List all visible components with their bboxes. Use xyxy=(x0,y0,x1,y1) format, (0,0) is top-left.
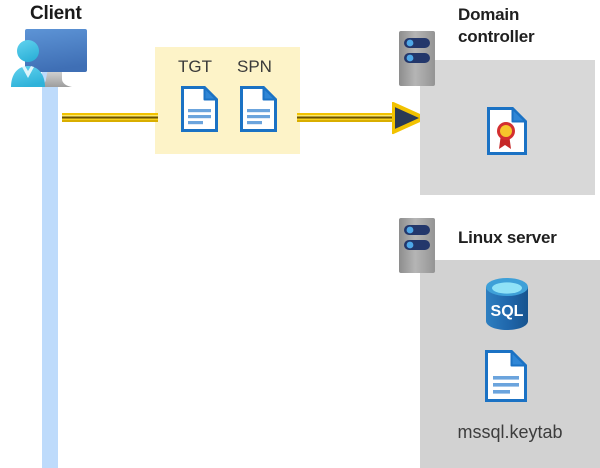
request-arrow-segment-left xyxy=(62,113,158,122)
tgt-document-icon xyxy=(181,86,218,137)
spn-document-icon xyxy=(240,86,277,137)
client-lifeline xyxy=(42,60,58,468)
linux-server-title: Linux server xyxy=(458,228,557,247)
domain-controller-title: Domain controller xyxy=(458,4,535,48)
keytab-filename-label: mssql.keytab xyxy=(457,422,563,442)
sql-database-icon: SQL xyxy=(481,276,533,337)
kerberos-ticket-highlight xyxy=(155,47,300,154)
tgt-label: TGT xyxy=(178,57,212,76)
sql-label: SQL xyxy=(491,303,524,320)
certificate-document-icon xyxy=(487,107,527,160)
client-title: Client xyxy=(30,3,82,24)
arrow-bar xyxy=(297,113,397,122)
domain-controller-server-rack-icon xyxy=(399,31,435,86)
keytab-document-icon xyxy=(485,350,527,407)
request-arrow-head-icon xyxy=(391,100,426,136)
domain-controller-title-line2: controller xyxy=(458,27,535,46)
user-at-monitor-icon xyxy=(8,27,102,95)
arrow-bar xyxy=(62,113,158,122)
linux-server-server-rack-icon xyxy=(399,218,435,273)
domain-controller-title-line1: Domain xyxy=(458,5,520,24)
request-arrow-segment-right xyxy=(297,113,397,122)
spn-label: SPN xyxy=(237,57,272,76)
